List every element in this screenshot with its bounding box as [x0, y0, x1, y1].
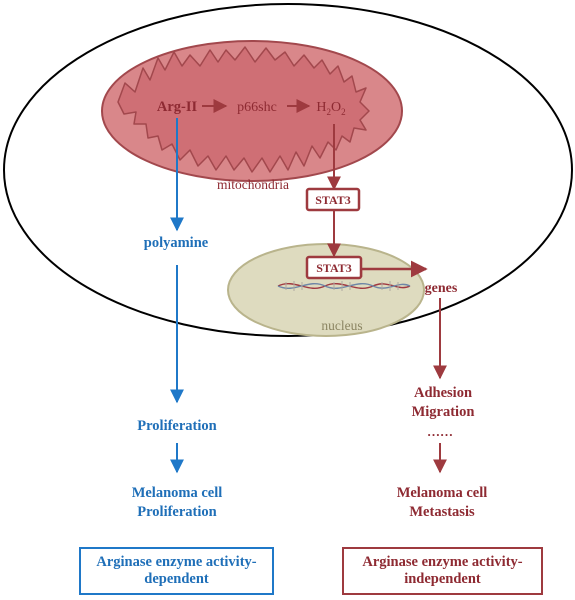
- independent-box-line1: Arginase enzyme activity-: [362, 554, 523, 570]
- h2o2-label: H2O2: [316, 100, 345, 117]
- stat3-cytoplasm-label: STAT3: [315, 193, 351, 207]
- nucleus-label: nucleus: [321, 318, 362, 333]
- dependent-box-line1: Arginase enzyme activity-: [96, 554, 257, 570]
- adhesion-label: Adhesion: [414, 385, 472, 401]
- nucleus: [227, 243, 425, 337]
- melanoma-proliferation-line2: Proliferation: [137, 504, 216, 520]
- mitochondrion-cristae: [117, 46, 370, 173]
- melanoma-metastasis-line1: Melanoma cell: [397, 485, 488, 501]
- dna-helix-icon: [277, 281, 411, 291]
- mitochondria-label: mitochondria: [217, 177, 289, 192]
- stat3-nucleus-box: [305, 255, 363, 280]
- melanoma-proliferation-line1: Melanoma cell: [132, 485, 223, 501]
- melanoma-metastasis-line2: Metastasis: [409, 504, 475, 520]
- polyamine-label: polyamine: [144, 235, 209, 251]
- dependent-box-line2: dependent: [144, 571, 209, 587]
- proliferation-label: Proliferation: [137, 418, 216, 434]
- dependent-box: Arginase enzyme activity- dependent: [79, 547, 274, 595]
- arg2-label: Arg-II: [157, 99, 198, 115]
- independent-box-line2: independent: [404, 571, 481, 587]
- ellipsis-label: ……: [427, 424, 453, 439]
- genes-label: genes: [425, 281, 458, 296]
- stat3-nucleus-label: STAT3: [316, 261, 352, 275]
- p66shc-label: p66shc: [237, 100, 277, 115]
- migration-label: Migration: [412, 404, 475, 420]
- stat3-cytoplasm-box: [305, 187, 361, 212]
- independent-box: Arginase enzyme activity- independent: [342, 547, 543, 595]
